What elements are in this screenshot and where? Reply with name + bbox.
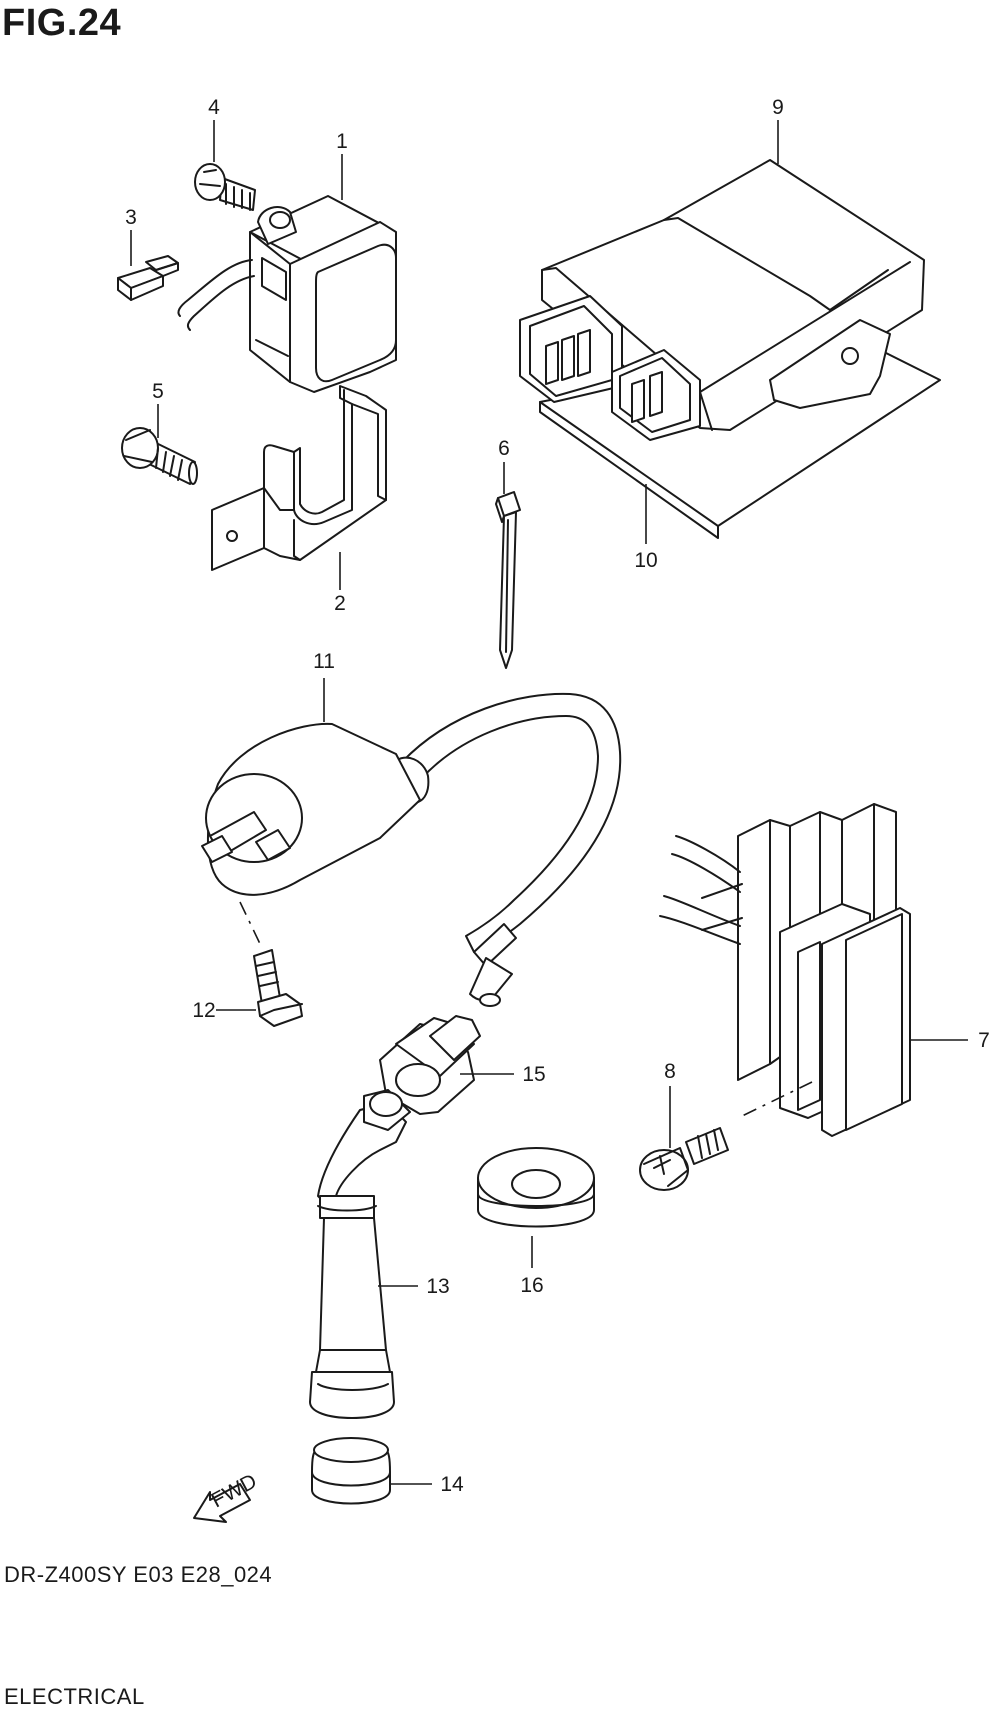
part-7-regulator [659, 803, 911, 1137]
fwd-arrow-icon [193, 1483, 251, 1523]
part-5-bolt [121, 427, 198, 485]
callout-3: 3 [125, 206, 137, 229]
callout-12: 12 [192, 999, 215, 1022]
section-name: ELECTRICAL [4, 1684, 145, 1709]
callout-9: 9 [772, 96, 784, 119]
part-6-cable-tie [495, 491, 521, 669]
callout-14: 14 [440, 1473, 464, 1496]
part-1-relay [177, 195, 397, 393]
part-13-plug-cap [309, 1089, 411, 1419]
part-15-cap [379, 1015, 481, 1115]
part-11-ignition-coil [201, 692, 622, 1007]
callout-13: 13 [426, 1275, 449, 1298]
callout-1: 1 [336, 130, 348, 153]
callout-2: 2 [334, 592, 346, 615]
part-4-bolt [194, 163, 256, 211]
coil-bolt-axis [239, 901, 263, 949]
callout-8: 8 [664, 1060, 676, 1083]
figure-title: FIG.24 [2, 2, 122, 44]
callout-6: 6 [498, 437, 510, 460]
callout-15: 15 [522, 1063, 545, 1086]
callout-4: 4 [208, 96, 220, 119]
part-12-bolt [253, 949, 303, 1027]
part-8-screw [639, 1127, 729, 1191]
part-14-boot [311, 1437, 391, 1505]
model-code: DR-Z400SY E03 E28_024 [4, 1562, 273, 1587]
part-9-ecu [519, 159, 925, 441]
callout-5: 5 [152, 380, 164, 403]
callout-16: 16 [520, 1274, 543, 1297]
regulator-bolt-axis [737, 1081, 813, 1119]
callout-7: 7 [978, 1029, 990, 1052]
callout-11: 11 [313, 650, 335, 673]
callout-10: 10 [634, 549, 657, 572]
part-16-grommet [477, 1147, 595, 1228]
part-3-connector [117, 255, 179, 301]
part-2-bracket [211, 385, 387, 571]
